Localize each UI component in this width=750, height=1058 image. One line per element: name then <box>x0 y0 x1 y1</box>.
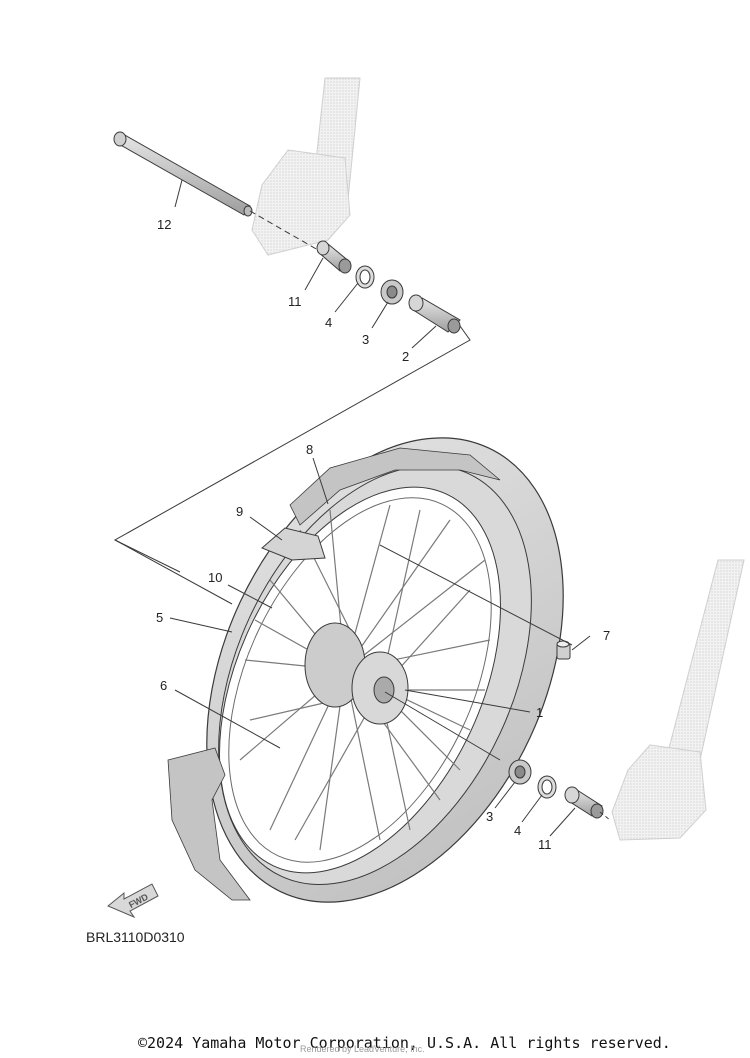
lower-fork-guide-line <box>599 811 611 821</box>
callout-7: 7 <box>603 628 610 643</box>
upper-collar-part <box>316 240 352 274</box>
upper-bearing-part <box>380 279 404 305</box>
collar-part-7 <box>556 640 571 660</box>
callout-11-lower: 11 <box>538 837 552 852</box>
copyright-notice: ©2024 Yamaha Motor Corporation, U.S.A. A… <box>138 1034 671 1052</box>
callout-12: 12 <box>157 217 171 232</box>
leader-lines <box>169 179 591 837</box>
callout-3-upper: 3 <box>362 332 369 347</box>
callout-5: 5 <box>156 610 163 625</box>
forward-arrow-icon: FWD <box>107 883 159 919</box>
callout-4-lower: 4 <box>514 823 521 838</box>
callout-1: 1 <box>536 705 543 720</box>
callout-2: 2 <box>402 349 409 364</box>
callout-6: 6 <box>160 678 167 693</box>
callout-3-lower: 3 <box>486 809 493 824</box>
assembly-guide-lines <box>113 210 471 605</box>
render-watermark: Rendered by LeadVenture, Inc. <box>300 1044 425 1054</box>
spacer-part <box>408 294 461 334</box>
diagram-reference-code: BRL3110D0310 <box>86 929 185 945</box>
callout-4-upper: 4 <box>325 315 332 330</box>
tire-tread-top <box>167 447 501 901</box>
upper-oil-seal-part <box>355 265 375 289</box>
upper-fork-leg <box>251 77 361 256</box>
callout-8: 8 <box>306 442 313 457</box>
axle-part <box>113 131 253 217</box>
wheel-assembly <box>167 437 564 903</box>
callout-9: 9 <box>236 504 243 519</box>
lower-fork-leg <box>611 559 745 841</box>
lower-oil-seal-part <box>537 775 557 799</box>
lower-bearing-part <box>508 759 532 785</box>
lower-collar-part <box>564 786 604 819</box>
callout-10: 10 <box>208 570 222 585</box>
callout-labels: 12 11 4 3 2 8 9 10 5 7 6 1 3 4 11 <box>156 217 610 852</box>
callout-11-upper: 11 <box>288 294 302 309</box>
lower-axle-guide-line <box>384 691 501 761</box>
